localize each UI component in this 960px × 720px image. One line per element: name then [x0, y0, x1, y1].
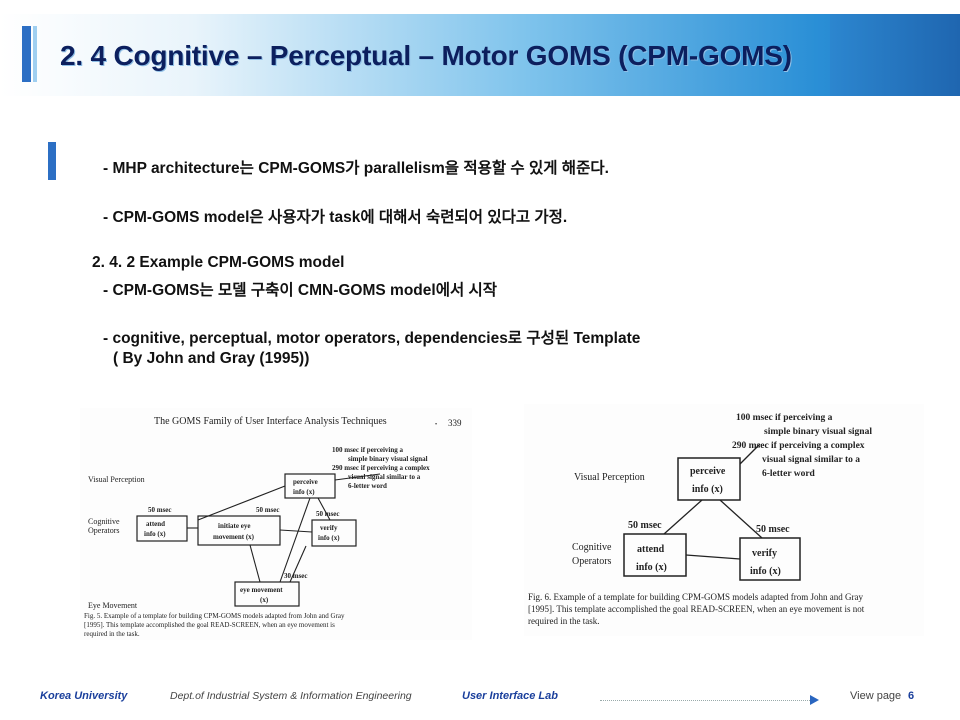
fig5-box-eye-l1: eye movement: [240, 586, 283, 594]
footer-dept: Dept.of Industrial System & Information …: [170, 690, 412, 702]
fig5-caption-1: Fig. 5. Example of a template for buildi…: [84, 612, 345, 620]
fig5-note-1: 100 msec if perceiving a: [332, 446, 404, 454]
fig5-dur-verify: 50 msec: [316, 510, 340, 518]
fig5-note-4: visual signal similar to a: [348, 473, 421, 481]
figure-fig5: The GOMS Family of User Interface Analys…: [80, 408, 472, 640]
fig5-box-initiate-l1: initiate eye: [218, 522, 250, 530]
fig5-bullet-dot: •: [435, 422, 437, 428]
fig6-row-operators: Operators: [572, 556, 612, 567]
title-bar: [0, 14, 960, 96]
fig5-header: The GOMS Family of User Interface Analys…: [154, 416, 387, 427]
fig6-row-visual: Visual Perception: [574, 472, 645, 483]
figure-fig6-diagram: 100 msec if perceiving a simple binary v…: [528, 413, 872, 626]
fig5-box-perceive-l1: perceive: [293, 478, 318, 486]
fig5-box-eye: [234, 581, 300, 607]
fig5-row-cognitive: Cognitive: [88, 517, 120, 526]
bullet-line-1: - MHP architecture는 CPM-GOMS가 parallelis…: [103, 160, 609, 177]
fig5-note-5: 6-letter word: [348, 482, 387, 490]
fig5-dur-eye: 30 msec: [284, 572, 308, 580]
fig6-box-perceive-l1: perceive: [690, 466, 726, 477]
section-heading: 2. 4. 2 Example CPM-GOMS model: [92, 254, 345, 271]
fig5-dur-initiate: 50 msec: [256, 506, 280, 514]
fig5-box-attend-l1: attend: [146, 520, 165, 528]
title-bar-dark-block: [830, 14, 960, 96]
title-accent-bar-light: [33, 26, 37, 82]
fig5-note-3: 290 msec if perceiving a complex: [332, 464, 430, 472]
fig6-caption-2: [1995]. This template accomplished the g…: [528, 604, 865, 614]
fig6-box-perceive-l2: info (x): [692, 484, 723, 495]
bullet-line-4: - cognitive, perceptual, motor operators…: [103, 330, 641, 347]
fig5-box-attend-l2: info (x): [144, 530, 166, 538]
fig6-box-verify-l1: verify: [752, 548, 777, 559]
fig6-row-cognitive: Cognitive: [572, 542, 612, 553]
fig5-note-2: simple binary visual signal: [348, 455, 428, 463]
citation-line: ( By John and Gray (1995)): [113, 350, 310, 367]
fig6-caption-3: required in the task.: [528, 616, 599, 626]
figure-fig5-diagram: The GOMS Family of User Interface Analys…: [84, 416, 462, 638]
fig5-box-initiate-l2: movement (x): [213, 533, 255, 541]
fig6-dur-attend: 50 msec: [628, 520, 662, 531]
fig5-caption-2: [1995]. This template accomplished the g…: [84, 621, 335, 629]
title-accent-bar: [22, 26, 31, 82]
fig5-row-operators: Operators: [88, 526, 120, 535]
fig5-box-verify-l2: info (x): [318, 534, 340, 542]
fig6-note-5: 6-letter word: [762, 469, 816, 479]
fig5-box-eye-l2: (x): [260, 596, 269, 604]
footer-view-label: View page: [850, 690, 902, 702]
fig6-dur-verify: 50 msec: [756, 524, 790, 535]
fig5-box-perceive-l2: info (x): [293, 488, 315, 496]
fig5-row-eye: Eye Movement: [88, 601, 138, 610]
figure-fig6: 100 msec if perceiving a simple binary v…: [524, 404, 924, 636]
fig6-note-1: 100 msec if perceiving a: [736, 413, 833, 423]
footer-university: Korea University: [40, 690, 128, 702]
fig6-note-3: 290 msec if perceiving a complex: [732, 441, 865, 451]
fig6-caption-1: Fig. 6. Example of a template for buildi…: [528, 592, 863, 602]
fig6-box-attend-l2: info (x): [636, 562, 667, 573]
fig5-box-verify-l1: verify: [320, 524, 338, 532]
footer-page-number: 6: [908, 690, 915, 702]
fig6-box-perceive: [677, 457, 741, 501]
fig5-box-verify: [311, 519, 357, 547]
fig5-dur-attend: 50 msec: [148, 506, 172, 514]
footer-arrow-icon: [810, 695, 819, 705]
bullet-line-3: - CPM-GOMS는 모델 구축이 CMN-GOMS model에서 시작: [103, 282, 498, 299]
fig6-note-2: simple binary visual signal: [764, 427, 872, 437]
fig6-note-4: visual signal similar to a: [762, 455, 860, 465]
slide-title: 2. 4 Cognitive – Perceptual – Motor GOMS…: [60, 40, 792, 71]
fig5-row-visual: Visual Perception: [88, 475, 145, 484]
fig6-connectors: [663, 443, 763, 560]
fig5-page-number: 339: [448, 418, 462, 428]
footer-lab: User Interface Lab: [462, 690, 558, 702]
fig6-box-verify-l2: info (x): [750, 566, 781, 577]
fig5-caption-3: required in the task.: [84, 630, 140, 638]
bullet-line-2: - CPM-GOMS model은 사용자가 task에 대해서 숙련되어 있다…: [103, 209, 568, 226]
bullet-accent-bar: [48, 142, 56, 180]
fig6-box-attend-l1: attend: [637, 544, 665, 555]
fig5-connectors: [187, 473, 381, 583]
footer-dotted-line: [600, 700, 810, 701]
